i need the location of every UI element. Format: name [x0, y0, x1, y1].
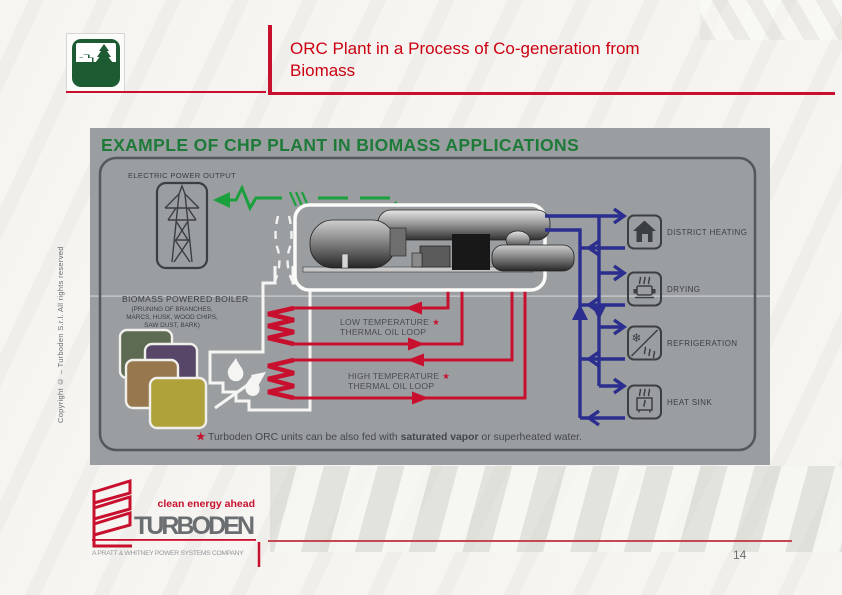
biomass-photos	[118, 328, 208, 430]
high-temp-coil	[267, 357, 295, 401]
header-logo-underline	[66, 91, 266, 93]
tree-landscape-logo-icon	[71, 39, 120, 87]
label-heat-sink: HEAT SINK	[667, 398, 712, 407]
title-accent-bar	[268, 25, 272, 93]
footnote-part1: Turboden ORC units can be also fed with	[205, 432, 400, 443]
snowflake-glyph: ❄	[632, 331, 642, 345]
flame-icon	[227, 358, 260, 396]
gearbox-block	[452, 234, 490, 270]
tagline: clean energy ahead	[158, 498, 255, 510]
low-temp-text: LOW TEMPERATURE	[340, 317, 429, 327]
footer-rule	[268, 540, 792, 542]
application-icons: ❄	[627, 214, 662, 420]
boiler-subtitle-2: MARCS, HUSK, WOOD CHIPS,	[126, 314, 218, 321]
low-temp-coil	[267, 305, 295, 347]
footnote: ★ Turboden ORC units can be also fed wit…	[195, 432, 582, 443]
label-district-heating: DISTRICT HEATING	[667, 228, 747, 237]
copyright-vertical-text: Copyright © – Turboden S.r.l. All rights…	[56, 246, 65, 423]
house-icon	[627, 214, 662, 250]
dryer-icon	[627, 271, 662, 307]
boiler-subtitle-1: (PRUNING OF BRANCHES,	[131, 306, 213, 313]
snowflake-heat-icon: ❄	[627, 325, 662, 361]
scan-artifact-line	[90, 295, 770, 297]
diagram-title: EXAMPLE OF CHP PLANT IN BIOMASS APPLICAT…	[101, 135, 579, 155]
orc-turbogenerator	[293, 203, 575, 292]
slide-title-line1: ORC Plant in a Process of Co-generation …	[290, 39, 640, 58]
label-refrigeration: REFRIGERATION	[667, 339, 737, 348]
low-temp-return-pipe	[294, 290, 450, 310]
turboden-logo: clean energy ahead TURBODEN A PRATT & WH…	[80, 476, 280, 572]
electric-power-output-label: ELECTRIC POWER OUTPUT	[128, 171, 236, 180]
low-temp-star-icon: ★	[432, 317, 440, 327]
low-temp-label-1: LOW TEMPERATURE★	[340, 317, 440, 327]
turboden-logo-svg: clean energy ahead TURBODEN A PRATT & WH…	[92, 478, 261, 567]
fuel-feed-arrow	[214, 372, 266, 410]
thermal-oil-pipes	[267, 290, 527, 401]
footnote-part2: or superheated water.	[479, 432, 582, 443]
slide-title: ORC Plant in a Process of Co-generation …	[290, 38, 810, 83]
high-temp-label-1: HIGH TEMPERATURE★	[348, 371, 450, 381]
turboden-logo-mark-icon	[92, 478, 132, 548]
radiator-icon	[627, 384, 662, 420]
flue-gas-dashes	[273, 215, 294, 282]
logo-rule	[92, 539, 256, 541]
subbrand: A PRATT & WHITNEY POWER SYSTEMS COMPANY	[92, 550, 244, 557]
high-temp-label-2: THERMAL OIL LOOP	[348, 381, 434, 391]
boiler-title: BIOMASS POWERED BOILER	[122, 294, 248, 304]
high-temp-supply-pipe	[294, 290, 527, 400]
photo-sawdust	[148, 376, 208, 430]
boiler-subtitle-3: SAW DUST, BARK)	[144, 322, 200, 329]
high-temp-text: HIGH TEMPERATURE	[348, 371, 439, 381]
high-temp-star-icon: ★	[442, 371, 450, 381]
footnote-star-icon: ★	[195, 432, 205, 443]
chp-diagram: EXAMPLE OF CHP PLANT IN BIOMASS APPLICAT…	[90, 128, 770, 465]
low-temp-supply-pipe	[294, 290, 464, 346]
brand-name: TURBODEN	[134, 512, 255, 540]
header-flow-arrows	[572, 304, 607, 320]
return-header	[545, 228, 582, 418]
background-topright-texture	[700, 0, 842, 40]
regenerator-vessel	[309, 219, 396, 269]
footnote-bold: saturated vapor	[401, 432, 479, 443]
company-logo	[66, 33, 125, 93]
generator-cylinder	[491, 244, 575, 272]
page-number: 14	[733, 548, 747, 562]
low-temp-label-2: THERMAL OIL LOOP	[340, 327, 426, 337]
slide-title-line2: Biomass	[290, 61, 356, 81]
chp-diagram-svg: EXAMPLE OF CHP PLANT IN BIOMASS APPLICAT…	[90, 135, 770, 452]
high-temp-return-pipe	[294, 290, 514, 362]
transmission-tower-icon	[155, 181, 209, 270]
motor-block	[419, 245, 451, 268]
thermal-oil-arrowheads	[405, 301, 429, 405]
header-rule	[268, 92, 835, 95]
label-drying: DRYING	[667, 285, 700, 294]
diagram-border	[98, 156, 757, 452]
biomass-boiler-outline	[208, 266, 312, 412]
